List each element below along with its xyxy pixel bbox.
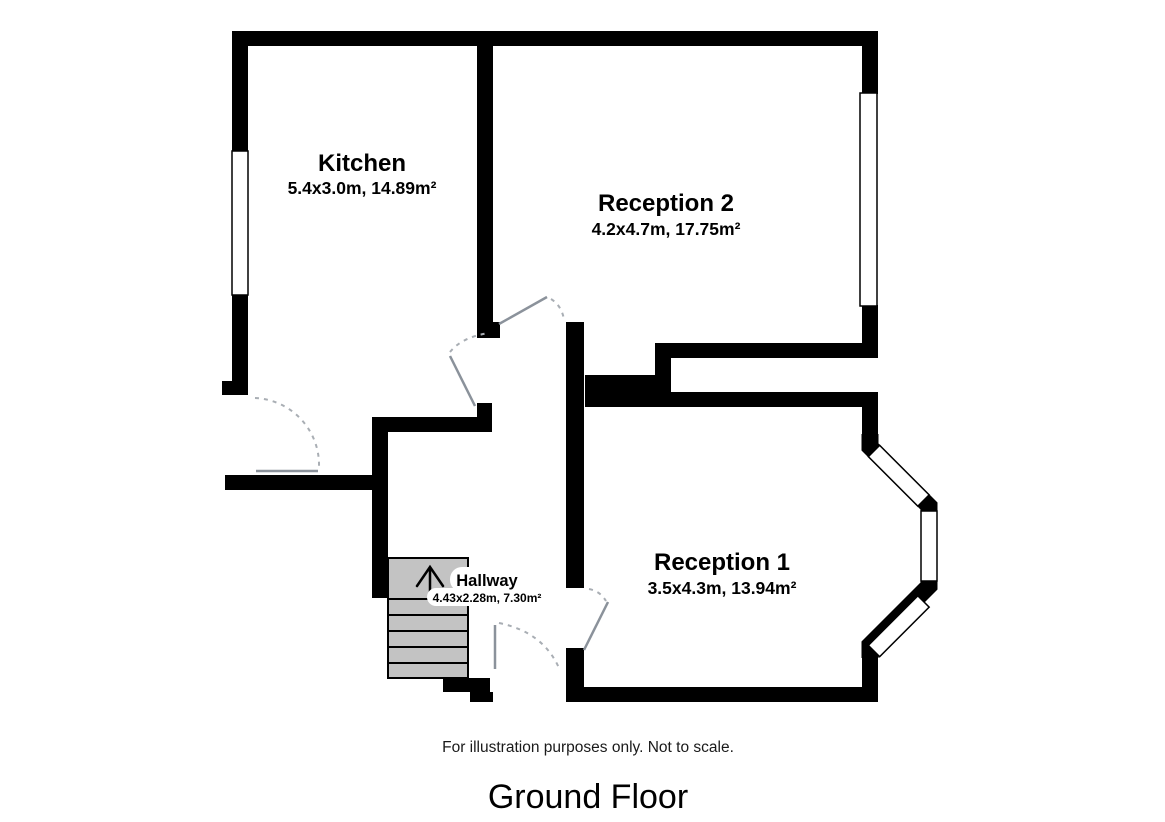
wall-right-exterior-upper — [862, 44, 878, 94]
footer: For illustration purposes only. Not to s… — [442, 739, 734, 816]
wall-hall-bottom-step2 — [470, 692, 493, 702]
reception1-label: Reception 1 — [654, 549, 790, 576]
room-labels: Kitchen 5.4x3.0m, 14.89m² Reception 2 4.… — [288, 150, 797, 606]
window-kitchen-left — [231, 150, 249, 296]
window-reception2-right — [859, 92, 878, 307]
wall-kitchen-bottom-riser — [477, 403, 492, 419]
door-leaf-reception2 — [498, 295, 548, 326]
wall-bay-right-lower — [862, 650, 878, 702]
doors — [254, 295, 610, 669]
door-arc-side-entrance — [254, 397, 321, 468]
hallway-label: Hallway — [456, 572, 518, 590]
wall-top-exterior — [232, 31, 878, 46]
wall-kitchen-divider-foot — [477, 322, 500, 338]
window-bay-middle — [920, 510, 938, 582]
door-arc-reception2 — [550, 298, 565, 321]
wall-left-foot — [222, 381, 248, 395]
wall-reception1-top — [585, 392, 878, 407]
wall-hall-reception1-divider — [566, 322, 584, 588]
wall-hallway-left — [372, 417, 388, 598]
floor-title: Ground Floor — [488, 778, 688, 816]
hallway-dimensions: 4.43x2.28m, 7.30m² — [433, 591, 542, 605]
wall-reception1-topleft — [585, 375, 671, 395]
wall-hall-bottom-step1 — [443, 678, 490, 692]
wall-left-exterior-upper — [232, 44, 248, 152]
wall-reception2-bottom — [655, 343, 878, 358]
door-leaf-kitchen — [448, 355, 477, 407]
wall-kitchen-reception2-divider — [477, 44, 493, 323]
window-bay-upper — [867, 444, 931, 508]
wall-bay-right-upper — [862, 392, 878, 440]
hallway-label-pill — [450, 567, 524, 592]
kitchen-label: Kitchen — [318, 150, 406, 177]
door-arc-reception1 — [588, 588, 607, 602]
reception2-dimensions: 4.2x4.7m, 17.75m² — [592, 219, 741, 239]
wall-left-exterior-lower — [232, 294, 248, 395]
hallway-dimensions-pill — [427, 588, 547, 606]
door-leaf-reception1 — [582, 601, 610, 651]
door-arc-kitchen — [449, 332, 490, 353]
wall-reception1-bottom — [566, 687, 878, 702]
window-bay-lower — [867, 594, 931, 658]
kitchen-dimensions: 5.4x3.0m, 14.89m² — [288, 178, 437, 198]
disclaimer-text: For illustration purposes only. Not to s… — [442, 739, 734, 756]
wall-porch-bottom — [225, 475, 380, 490]
windows — [231, 92, 938, 658]
reception2-label: Reception 2 — [598, 190, 734, 217]
reception1-dimensions: 3.5x4.3m, 13.94m² — [648, 578, 797, 598]
wall-kitchen-bottom — [375, 417, 492, 432]
